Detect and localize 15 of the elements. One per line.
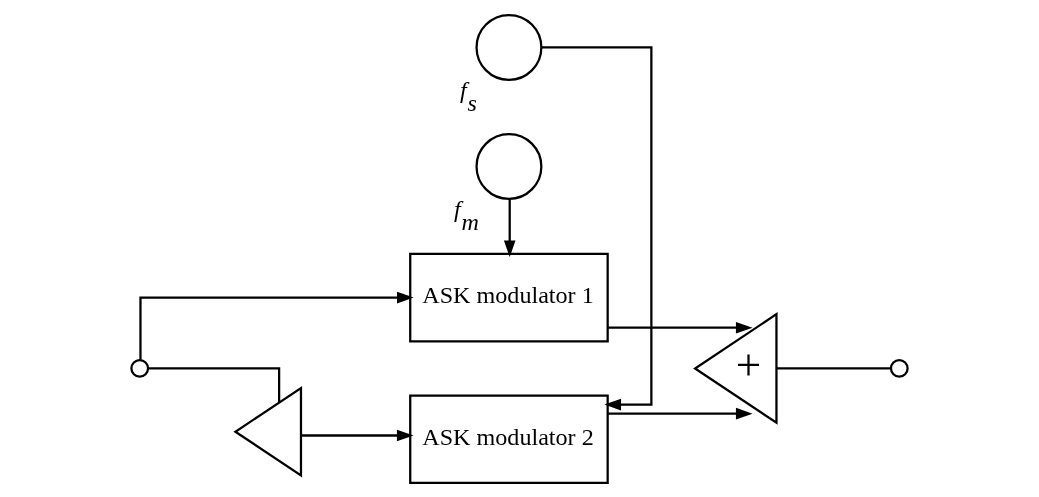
arrow	[301, 429, 414, 441]
node-circle	[889, 358, 909, 378]
connector	[776, 366, 891, 370]
node-box: ASK modulator 2	[409, 393, 609, 484]
node-triangle	[233, 385, 303, 478]
node-circle	[475, 13, 543, 81]
arrow	[503, 198, 516, 257]
connector	[148, 366, 281, 402]
arrow	[139, 291, 414, 360]
node-circle	[475, 132, 543, 200]
arrow	[542, 45, 653, 410]
arrow	[608, 407, 753, 419]
node-circle	[130, 358, 150, 378]
arrow	[608, 321, 753, 334]
node-box: ASK modulator 1	[409, 252, 609, 342]
